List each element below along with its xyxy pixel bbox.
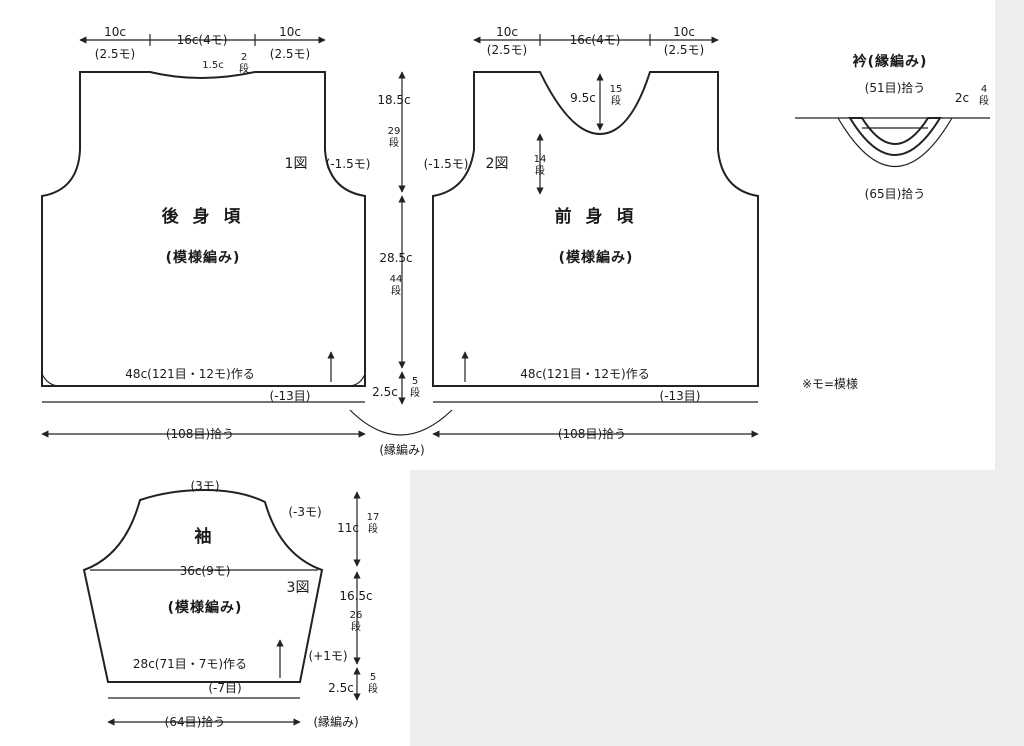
sleeve-cap-dec: (-3モ) [288, 505, 321, 519]
back-dec: (-13目) [270, 389, 311, 403]
back-pickup: (108目)拾う [166, 426, 234, 441]
collar-title: 衿(縁編み) [853, 53, 928, 70]
sleeve-cuff-rows-unit: 段 [368, 682, 378, 695]
center-edging-curve [349, 409, 453, 436]
center-lower-rows-unit: 段 [410, 386, 420, 399]
sleeve-pickup: (64目)拾う [165, 714, 226, 729]
center-upper-rows-num: 29 [388, 126, 401, 137]
front-armhole-rows-unit: 段 [535, 164, 545, 177]
front-cast-on: 48c(121目・12モ)作る [520, 367, 649, 381]
front-dec: (-13目) [660, 389, 701, 403]
front-top-mid: 16c(4モ) [570, 33, 621, 47]
center-middle-cm: 28.5c [379, 251, 412, 265]
sleeve-cuff-rows-num: 5 [370, 672, 376, 683]
back-armhole-dec: (-1.5モ) [326, 157, 371, 171]
sleeve-cap-rows-num: 17 [367, 512, 380, 523]
center-upper-cm: 18.5c [377, 93, 410, 107]
back-neck-depth: 1.5c [202, 60, 223, 71]
back-bodice: 10c (2.5モ) 16c(4モ) 10c (2.5モ) 1.5c 2 段 後… [41, 25, 371, 441]
back-subtitle: (模様編み) [166, 249, 241, 266]
center-upper-rows-unit: 段 [389, 136, 399, 149]
center-edging: (縁編み) [379, 442, 424, 457]
collar-rows-num: 4 [981, 84, 987, 95]
sleeve-body-rows-unit: 段 [351, 620, 361, 633]
sleeve-width: 36c(9モ) [180, 564, 231, 578]
back-top-left-mod: (2.5モ) [95, 47, 135, 61]
sleeve-figure-number: 3図 [287, 580, 310, 596]
center-lower-cm: 2.5c [372, 385, 398, 399]
front-pickup: (108目)拾う [558, 426, 626, 441]
sleeve-inc: (+1モ) [308, 649, 347, 663]
sleeve-cast-on: 28c(71目・7モ)作る [133, 657, 247, 671]
back-top-left-cm: 10c [104, 25, 126, 39]
center-lower-rows-num: 5 [412, 376, 418, 387]
front-figure-number: 2図 [486, 156, 509, 172]
back-title: 後 身 頃 [162, 206, 245, 227]
collar-diagram: 衿(縁編み) (51目)拾う (65目)拾う 2c 4 段 [795, 53, 990, 201]
collar-inner-arc [837, 117, 953, 168]
back-top-right-cm: 10c [279, 25, 301, 39]
front-title: 前 身 頃 [555, 206, 638, 227]
sleeve-cap-height: 11c [337, 521, 359, 535]
collar-inner-pickup: (51目)拾う [865, 80, 926, 95]
sleeve-cuff-height: 2.5c [328, 681, 354, 695]
back-neck-rows-unit: 段 [239, 62, 249, 75]
sleeve-dec: (-7目) [208, 681, 241, 695]
sleeve-shape [82, 488, 324, 683]
front-neck-depth: 9.5c [570, 91, 596, 105]
front-armhole-rows-num: 14 [534, 154, 547, 165]
sleeve-body-rows-num: 26 [350, 610, 363, 621]
collar-outer-pickup: (65目)拾う [865, 186, 926, 201]
front-top-right-mod: (2.5モ) [664, 43, 704, 57]
back-bodice-shape [41, 71, 366, 387]
center-dimensions: 18.5c 29 段 28.5c 44 段 2.5c 5 段 (縁編み) [349, 71, 453, 457]
collar-band [848, 117, 942, 156]
front-armhole-dec: (-1.5モ) [424, 157, 469, 171]
back-figure-number: 1図 [285, 156, 308, 172]
sleeve-body-height: 16.5c [339, 589, 372, 603]
center-middle-rows-num: 44 [390, 274, 403, 285]
back-top-right-mod: (2.5モ) [270, 47, 310, 61]
sleeve-edging: (縁編み) [313, 714, 358, 729]
front-subtitle: (模様編み) [559, 249, 634, 266]
back-neck-rows-num: 2 [241, 52, 247, 63]
pattern-note: ※モ=模様 [802, 377, 858, 391]
front-neck-rows-unit: 段 [611, 94, 621, 107]
front-neck-rows-num: 15 [610, 84, 623, 95]
front-top-right-cm: 10c [673, 25, 695, 39]
back-cast-on: 48c(121目・12モ)作る [125, 367, 254, 381]
front-top-left-mod: (2.5モ) [487, 43, 527, 57]
front-bodice-shape [432, 71, 759, 387]
back-top-mid: 16c(4モ) [177, 33, 228, 47]
sleeve: (3モ) (-3モ) 袖 36c(9モ) 3図 (模様編み) 11c 17 段 … [82, 479, 380, 729]
sleeve-cap-top: (3モ) [191, 479, 220, 493]
collar-height: 2c [955, 91, 969, 105]
front-bodice: 10c (2.5モ) 16c(4モ) 10c (2.5モ) 9.5c 15 段 … [424, 25, 759, 441]
sleeve-subtitle: (模様編み) [168, 599, 243, 616]
sleeve-title: 袖 [195, 526, 216, 547]
sleeve-cap-rows-unit: 段 [368, 522, 378, 535]
center-middle-rows-unit: 段 [391, 284, 401, 297]
collar-rows-unit: 段 [979, 94, 989, 107]
front-top-left-cm: 10c [496, 25, 518, 39]
